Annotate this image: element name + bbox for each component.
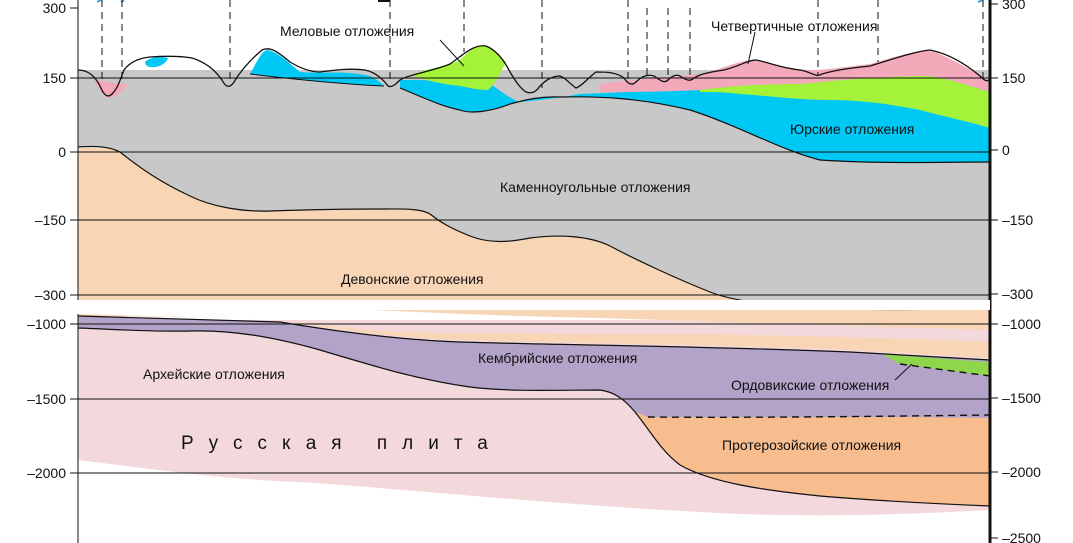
cambrian-label: Кембрийские отложения	[478, 350, 637, 366]
archean-label: Архейские отложения	[143, 366, 285, 382]
left-axis-ticks	[70, 7, 78, 474]
jurassic-left-blob	[250, 50, 384, 86]
jurassic-small-blob	[145, 57, 168, 68]
quaternary-left-blob	[94, 80, 128, 98]
right-tick-label: –2000	[1002, 464, 1041, 480]
right-tick-label: –300	[1002, 286, 1033, 302]
cretaceous-right-layer	[700, 76, 990, 128]
left-tick-label: –300	[35, 287, 66, 303]
ordovician-label: Ордовикские отложения	[731, 377, 889, 393]
right-axis-labels: 300 150 0 –150 –300 –1000 –1500 –2000 –2…	[1002, 0, 1041, 543]
cambrian-top-line	[77, 315, 991, 361]
left-tick-label: –150	[35, 212, 66, 228]
left-tick-label: 0	[58, 144, 66, 160]
cambrian-layer	[78, 316, 990, 418]
russian-plate-label: Русская плита	[181, 433, 503, 454]
left-tick-label: 300	[43, 0, 67, 16]
jurassic-blob-base-line	[249, 73, 385, 87]
ordovician-layer	[882, 354, 990, 376]
left-tick-label: –1000	[27, 316, 66, 332]
boreholes	[101, 0, 984, 88]
jurassic-layer	[400, 80, 990, 163]
right-tick-label: –150	[1002, 212, 1033, 228]
carboniferous-label: Каменноугольные отложения	[500, 179, 690, 195]
right-tick-label: –1000	[1002, 316, 1041, 332]
right-tick-label: 0	[1002, 142, 1010, 158]
cambrian-base-line	[77, 327, 991, 507]
label-leaders	[439, 31, 913, 381]
quaternary-label: Четвертичные отложения	[711, 18, 877, 34]
jurassic-label: Юрские отложения	[790, 121, 914, 137]
left-tick-label: –1500	[27, 391, 66, 407]
right-tick-label: –2500	[1002, 530, 1041, 543]
grid-lines	[78, 77, 990, 474]
devonian-label: Девонские отложения	[341, 271, 484, 287]
cretaceous-layer	[414, 45, 506, 90]
proterozoic-top-dashed-line	[647, 414, 991, 418]
cretaceous-label: Меловые отложения	[280, 23, 414, 39]
right-tick-label: 300	[1002, 0, 1026, 12]
right-tick-label: 150	[1002, 70, 1026, 86]
surface-marker-line	[378, 0, 390, 2]
jurassic-base-line	[399, 87, 991, 164]
right-tick-label: –1500	[1002, 390, 1041, 406]
proterozoic-label: Протерозойские отложения	[722, 437, 901, 453]
left-tick-label: 150	[43, 70, 67, 86]
left-tick-label: –2000	[27, 465, 66, 481]
proterozoic-layer	[635, 412, 990, 506]
section-break	[70, 300, 990, 310]
quaternary-layer	[600, 50, 990, 92]
left-axis-labels: 300 150 0 –150 –300 –1000 –1500 –2000	[27, 0, 66, 481]
devonian-lower-fringe	[78, 314, 990, 358]
